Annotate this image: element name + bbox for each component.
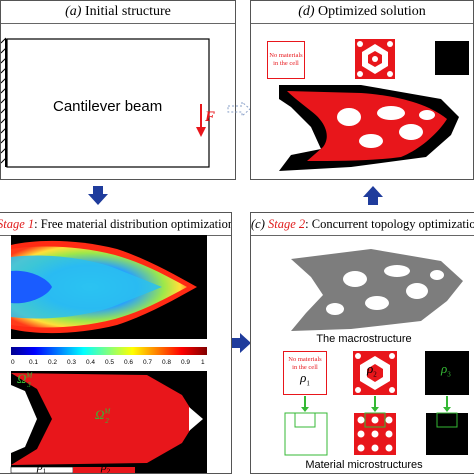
rho-3-symbol: ρ3 [441, 361, 451, 379]
colorbar-tick: 0.7 [143, 359, 153, 366]
empty-cell-label-line-1: No materials [269, 52, 303, 59]
colorbar-tick: 0.4 [86, 359, 96, 366]
force-label: F [205, 109, 216, 125]
free-material-maps [10, 235, 207, 473]
panel-optimized-solution: (d) Optimized solution No materials in t… [250, 0, 474, 180]
lattice-cell-rho-2 [353, 351, 397, 395]
colorbar-tick: 0.1 [29, 359, 39, 366]
lattice-cell-legend [355, 39, 395, 79]
empty-cell-text-line-1: No materials [288, 356, 322, 363]
cantilever-beam-label: Cantilever beam [53, 98, 163, 115]
colorbar-tick: 1 [201, 359, 205, 366]
panel-initial-structure: (a) Initial structure Cantilever beam F [0, 0, 236, 180]
down-arrow-icon [88, 186, 108, 205]
panel-stage-1: Stage 1: Free material distribution opti… [0, 212, 232, 474]
colorbar-tick: 0.8 [162, 359, 172, 366]
dashed-arrow-icon [227, 100, 251, 118]
rho-3-label: ρ3 [167, 459, 177, 474]
colorbar-tick: 0.2 [48, 359, 58, 366]
empty-cell-box: No materials in the cell ρ1 [283, 351, 327, 395]
macrostructure-label: The macrostructure [316, 333, 412, 345]
colorbar-tick: 0.6 [124, 359, 134, 366]
panel-d-title: (d) Optimized solution [251, 1, 473, 24]
colorbar-tick: 0.3 [67, 359, 77, 366]
omega-3-label: ΩM3 [17, 371, 33, 389]
colorbar-tick: 0 [11, 359, 15, 366]
colorbar-tick: 0.5 [105, 359, 115, 366]
macrostructure-diagram [291, 249, 463, 331]
omega-2-label: ΩM2 [95, 407, 111, 425]
panel-stage-2: (c) Stage 2: Concurrent topology optimiz… [250, 212, 474, 474]
rho-1-label: ρ1 [37, 459, 47, 474]
empty-cell-legend: No materials in the cell [267, 41, 305, 79]
rho-2-symbol: ρ2 [367, 361, 377, 379]
right-arrow-icon [230, 333, 251, 353]
omega-1-label: ΩM1 [185, 371, 201, 389]
optimized-structure-diagram [279, 85, 459, 171]
empty-cell-label-line-2: in the cell [273, 60, 299, 67]
colorbar-ticks: 0 0.1 0.2 0.3 0.4 0.5 0.6 0.7 0.8 0.9 1 [11, 359, 207, 369]
panel-a-title: (a) Initial structure [1, 1, 235, 24]
colorbar-tick: 0.9 [181, 359, 191, 366]
panel-b-title: Stage 1: Free material distribution opti… [0, 213, 231, 236]
microstructure-diagram [284, 396, 468, 456]
solid-cell-legend [435, 41, 469, 75]
up-arrow-icon [363, 186, 383, 205]
empty-cell-text-line-2: in the cell [292, 364, 318, 371]
panel-c-title: (c) Stage 2: Concurrent topology optimiz… [251, 213, 474, 236]
microstructures-label: Material microstructures [305, 459, 423, 471]
rho-1-symbol: ρ1 [300, 370, 310, 388]
cantilever-beam-diagram [1, 37, 210, 168]
solid-cell-box [425, 351, 469, 395]
rho-2-label: ρ2 [101, 459, 111, 474]
